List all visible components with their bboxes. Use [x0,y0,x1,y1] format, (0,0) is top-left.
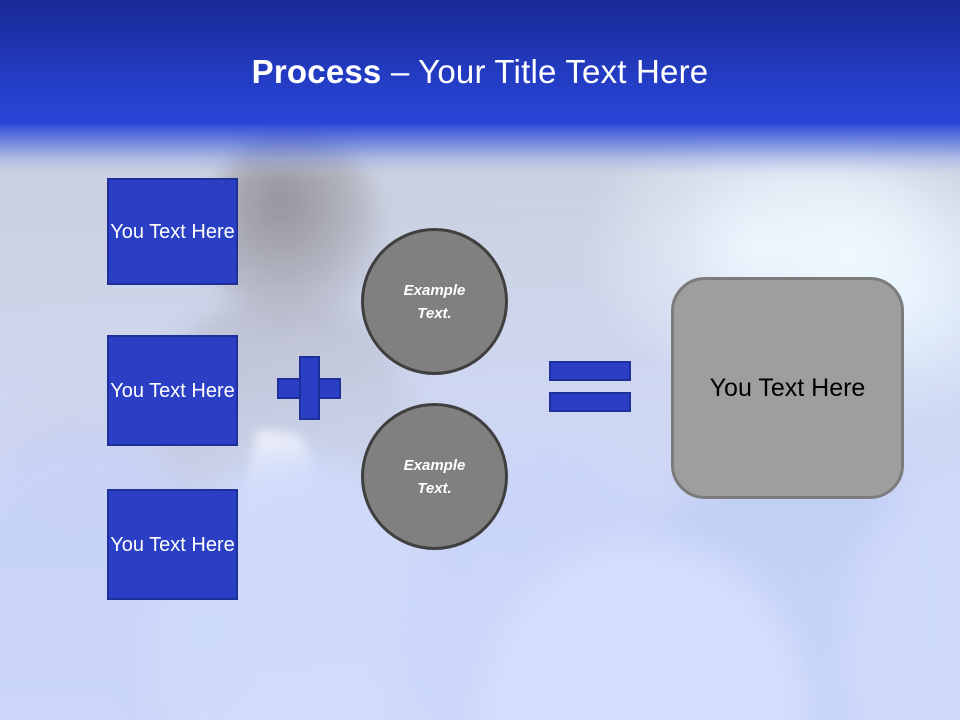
equals-bottom-bar [549,392,631,412]
example-circle-1[interactable]: Example Text. [361,228,508,375]
input-box-3[interactable]: You Text Here [107,489,238,600]
input-box-1-label: You Text Here [110,220,235,243]
example-circle-1-line2: Text. [417,304,452,322]
result-box[interactable]: You Text Here [671,277,904,499]
input-box-1[interactable]: You Text Here [107,178,238,285]
example-circle-2[interactable]: Example Text. [361,403,508,550]
result-box-label: You Text Here [709,374,866,402]
example-circle-2-line2: Text. [417,479,452,497]
plus-center-patch [301,380,318,397]
example-circle-2-line1: Example [403,456,466,474]
input-box-2-label: You Text Here [110,379,235,402]
page-title-strong: Process [251,53,382,90]
example-circle-1-line1: Example [403,281,466,299]
input-box-3-label: You Text Here [110,533,235,556]
page-title: Process – Your Title Text Here [0,52,960,92]
title-banner-fade [0,124,960,180]
equals-top-bar [549,361,631,381]
equals-sign-icon [549,361,631,412]
input-box-2[interactable]: You Text Here [107,335,238,446]
title-banner [0,0,960,124]
plus-sign-icon [277,356,341,420]
page-title-rest: – Your Title Text Here [381,53,709,90]
